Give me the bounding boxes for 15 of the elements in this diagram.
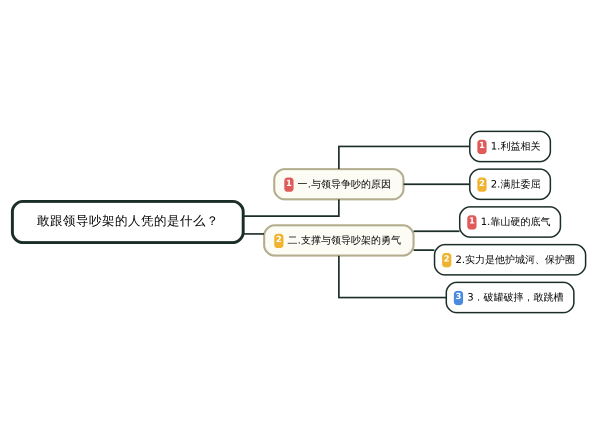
- node-box: 2 二.支撑与领导吵架的勇气: [263, 224, 415, 256]
- node-box: 1 一.与领导争吵的原因: [273, 168, 405, 200]
- connector: [338, 145, 470, 169]
- node-box: 3 3．破罐破摔，敢跳槽: [446, 281, 575, 313]
- connector: [414, 248, 434, 250]
- connector: [404, 182, 470, 185]
- connector: [414, 230, 460, 232]
- node-box: 2 2.实力是他护城河、保护圈: [434, 243, 586, 276]
- connector: [338, 255, 446, 298]
- connector: [243, 198, 340, 216]
- node-box: 1 1.利益相关: [469, 130, 552, 162]
- node-box: 2 2.满肚委屈: [469, 168, 552, 200]
- connector: [243, 232, 264, 234]
- node-box: 敢跟领导吵架的人凭的是什么？: [10, 199, 245, 244]
- node-box: 1 1.靠山硬的底气: [458, 206, 562, 238]
